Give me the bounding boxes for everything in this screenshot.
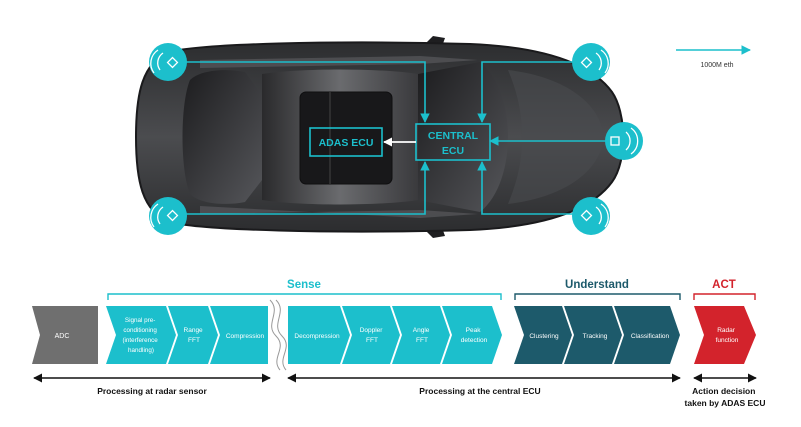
svg-text:Radar function: Radar function [716,327,739,344]
step-adc [32,306,98,364]
central-ecu-label-line1: CENTRAL [428,130,479,142]
radar-sensor-rear-bottom [149,197,187,235]
step-radar-function-line2: function [716,337,739,344]
rear-window [182,70,262,204]
span-radar-sensor-label: Processing at radar sensor [97,386,207,396]
central-ecu-label-line2: ECU [442,145,464,157]
step-adc-label: ADC [55,333,70,340]
step-range-fft-line2: FFT [188,337,200,344]
svg-text:Range FFT: Range FFT [184,327,205,344]
step-signal-preconditioning [106,306,176,364]
step-compression [210,306,268,364]
step-angle-fft-line2: FFT [416,337,428,344]
step-range-fft-line1: Range [184,327,204,334]
step-radar-function-line1: Radar [717,327,736,334]
central-ecu-box: CENTRAL ECU [415,123,491,161]
legend-label: 1000M eth [700,62,733,69]
step-signal-preconditioning-line2: conditioning [123,327,157,334]
ethernet-connections [183,61,610,215]
processing-pipeline: ADC Signal pre- conditioning (interferen… [32,299,756,371]
step-radar-function [694,306,756,364]
span-central-ecu-label: Processing at the central ECU [419,386,540,396]
phase-sense: Sense [107,279,502,300]
radar-sensor-icon [150,49,179,74]
span-central-ecu: Processing at the central ECU [287,373,681,396]
adas-ecu-box: ADAS ECU [309,127,383,157]
step-signal-preconditioning-line4: handling) [128,347,154,354]
radar-sensor-front-center [605,122,643,160]
step-doppler-fft-line1: Doppler [360,327,384,334]
ethernet-legend: 1000M eth [676,45,751,69]
step-peak-detection [442,306,502,364]
svg-text:Action decision taken by: Action decision taken by ADAS ECU [685,386,766,408]
step-angle-fft [392,306,450,364]
step-compression-label: Compression [226,333,265,340]
radar-sensor-icon [580,49,609,74]
svg-text:Angle FFT: Angle FFT [413,327,431,344]
step-tracking-label: Tracking [583,333,608,340]
span-radar-sensor: Processing at radar sensor [33,373,271,396]
step-angle-fft-line1: Angle [413,327,430,334]
adas-ecu-label: ADAS ECU [319,137,374,149]
step-decompression [288,306,350,364]
car-top-view [134,36,625,238]
pipeline-break [269,299,281,371]
step-classification-label: Classification [631,333,670,340]
phase-sense-label: Sense [287,279,321,291]
radar-sensor-front-top [572,43,610,81]
svg-text:Doppler FFT: Doppler FFT [360,327,385,344]
step-range-fft [168,306,218,364]
windshield [418,62,508,212]
phase-understand-label: Understand [565,279,629,291]
step-peak-detection-line2: detection [461,337,488,344]
step-doppler-fft-line2: FFT [366,337,378,344]
step-clustering [514,306,572,364]
radar-sensor-rear-top [149,43,187,81]
radar-sensor-icon [580,203,609,228]
svg-text:Signal pre- conditioning: Signal pre- conditioning (interference h… [122,317,159,354]
step-doppler-fft [342,306,400,364]
radar-sensor-icon [610,127,639,155]
phase-understand: Understand [514,279,681,300]
radar-sensor-front-bottom [572,197,610,235]
span-adas-ecu: Action decision taken by ADAS ECU [685,373,766,408]
phase-act: ACT [693,279,756,300]
span-adas-ecu-label-line2: taken by ADAS ECU [685,398,766,408]
step-classification [614,306,680,364]
hood [508,70,604,204]
step-signal-preconditioning-line3: (interference [122,337,158,344]
span-adas-ecu-label-line1: Action decision [692,386,755,396]
phase-act-label: ACT [712,279,736,291]
step-clustering-label: Clustering [529,333,559,340]
step-decompression-label: Decompression [294,333,340,340]
svg-text:Peak detection: Peak detection [461,327,488,344]
step-tracking [564,306,622,364]
step-signal-preconditioning-line1: Signal pre- [125,317,155,324]
step-peak-detection-line1: Peak [466,327,482,334]
radar-sensor-icon [150,203,179,228]
